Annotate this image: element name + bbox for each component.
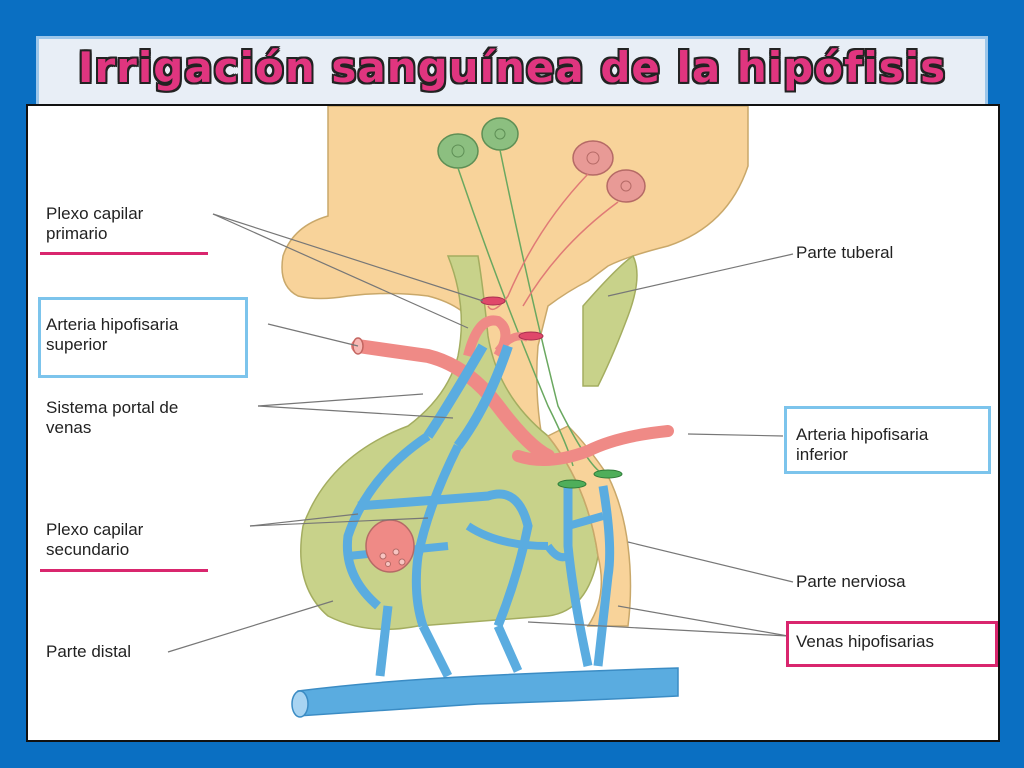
page-title: Irrigación sanguínea de la hipófisis xyxy=(77,43,947,92)
label-arteria-inferior-line2: inferior xyxy=(796,445,848,464)
highlight-arteria-inferior xyxy=(784,406,991,474)
label-sistema-portal-line2: venas xyxy=(46,418,92,437)
label-plexo-primario-line2: primario xyxy=(46,224,108,243)
underline-plexo-primario xyxy=(40,252,208,255)
label-parte-nerviosa: Parte nerviosa xyxy=(796,572,906,591)
sistema-portal-vessel xyxy=(423,343,488,439)
arteria-inferior-vessel xyxy=(512,425,674,466)
pituitary-diagram xyxy=(167,106,794,718)
vena-colectora xyxy=(297,667,679,717)
arteria-superior-vessel xyxy=(351,339,555,463)
label-plexo-primario-line1: Plexo capilar xyxy=(46,204,144,223)
label-venas-hipofisarias: Venas hipofisarias xyxy=(796,632,934,651)
highlight-arteria-superior xyxy=(38,297,248,378)
label-sistema-portal-line1: Sistema portal de xyxy=(46,398,179,417)
label-arteria-superior-line1: Arteria hipofisaria xyxy=(46,315,179,334)
underline-plexo-secundario xyxy=(40,569,208,572)
parte-tuberal-shape xyxy=(582,254,638,387)
label-arteria-superior-line2: superior xyxy=(46,335,108,354)
diagram-panel: Plexo capilar primario Arteria hipofisar… xyxy=(26,104,1000,742)
neuron-pink-1 xyxy=(572,140,614,176)
highlight-venas-hipofisarias xyxy=(786,621,998,667)
label-parte-tuberal: Parte tuberal xyxy=(796,243,894,262)
neuron-green-1 xyxy=(437,133,479,169)
label-arteria-inferior-line1: Arteria hipofisaria xyxy=(796,425,929,444)
neuron-pink-2 xyxy=(606,169,646,203)
neuron-green-2 xyxy=(481,117,519,151)
title-band: Irrigación sanguínea de la hipófisis xyxy=(36,36,988,108)
plexo-secundario-vessel xyxy=(342,432,431,610)
label-plexo-secundario-line2: secundario xyxy=(46,540,130,559)
label-plexo-secundario-line1: Plexo capilar xyxy=(46,520,144,539)
label-parte-distal: Parte distal xyxy=(46,642,132,661)
